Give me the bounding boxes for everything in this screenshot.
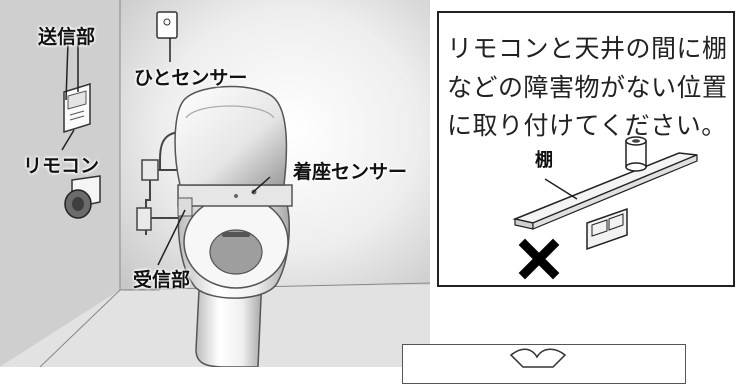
note-line-3: に取り付けてください。 <box>447 111 727 140</box>
note-line-1: リモコンと天井の間に棚 <box>447 34 728 63</box>
remote-under-shelf <box>586 207 628 251</box>
cross-mark-icon <box>518 238 560 280</box>
note-line-2: などの障害物がない位置 <box>447 73 728 102</box>
remote-control-device <box>63 82 91 134</box>
label-transmitter: 送信部 <box>38 26 96 48</box>
label-receiver: 受信部 <box>133 269 191 291</box>
shelf-leader-line <box>544 178 578 200</box>
label-shelf: 棚 <box>535 150 553 171</box>
person-sensor-device <box>156 11 178 62</box>
toilet-room-illustration <box>0 0 431 367</box>
label-seat-sensor: 着座センサー <box>293 161 408 183</box>
shelf-illustration <box>512 136 698 280</box>
next-diagram-frame <box>402 344 686 384</box>
toilet <box>174 85 293 367</box>
label-person-sensor: ひとセンサー <box>134 67 248 89</box>
label-remote: リモコン <box>23 155 100 177</box>
leader-lines <box>61 41 271 266</box>
paper-holder <box>64 175 101 219</box>
next-diagram-fragment <box>509 348 567 368</box>
shelf <box>512 152 698 230</box>
paper-roll-icon <box>625 136 647 172</box>
installation-note-box: リモコンと天井の間に棚 などの障害物がない位置 に取り付けてください。 <box>437 11 735 287</box>
